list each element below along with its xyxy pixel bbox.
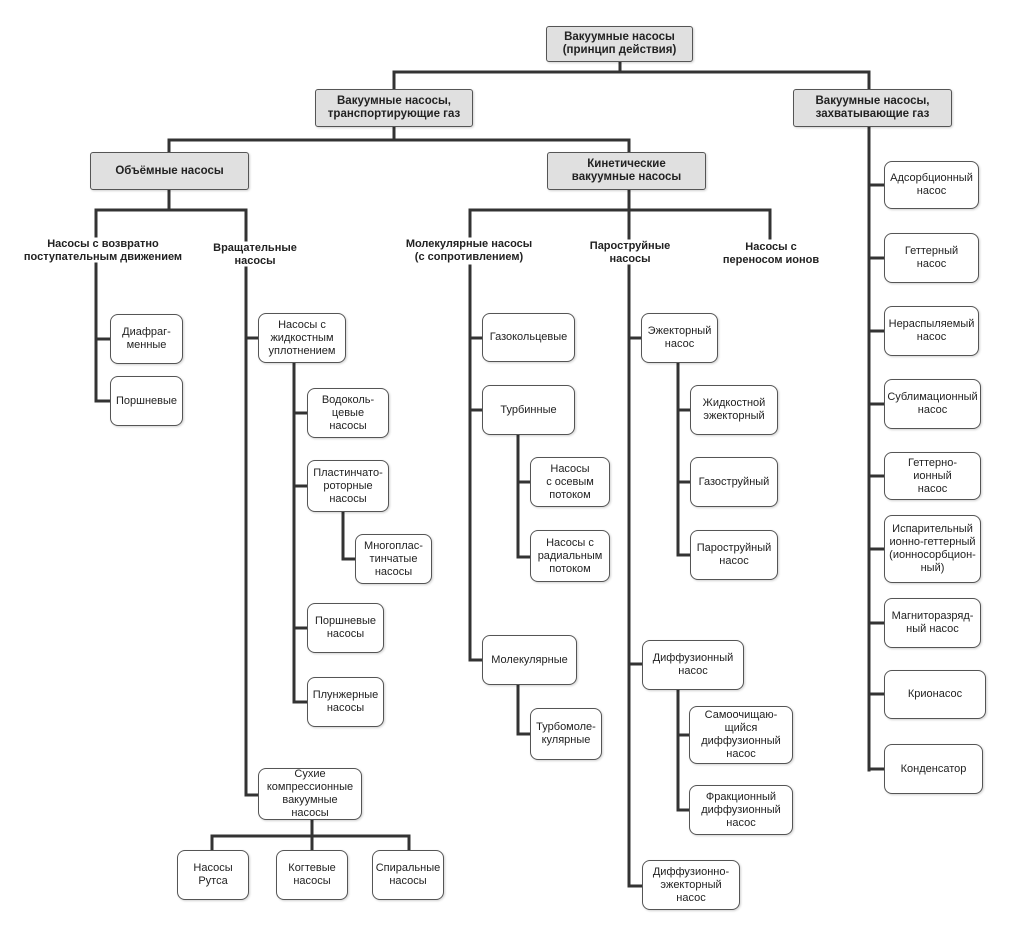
non-evaporable-node: Нераспыляемый насос xyxy=(884,306,979,356)
rotary-label: Вращательные насосы xyxy=(213,242,297,267)
capture-node: Вакуумные насосы, захватывающие газ xyxy=(793,89,952,127)
self-cleaning-node: Самоочищаю- щийся диффузионный насос xyxy=(689,706,793,764)
root-node: Вакуумные насосы (принцип действия) xyxy=(546,26,693,62)
volumetric-node: Объёмные насосы xyxy=(90,152,249,190)
sublimation-node: Сублимационный насос xyxy=(884,379,981,429)
diaphragm-node: Диафраг- менные xyxy=(110,314,183,364)
gas-jet-node: Газоструйный xyxy=(690,457,778,507)
getter-ion-node: Геттерно-ионный насос xyxy=(884,452,981,500)
vapor-jet-label: Пароструйные насосы xyxy=(589,240,671,265)
ion-transfer-label: Насосы с переносом ионов xyxy=(722,241,820,266)
water-ring-node: Водоколь- цевые насосы xyxy=(307,388,389,438)
radial-node: Насосы с радиальным потоком xyxy=(530,530,610,582)
claw-node: Когтевые насосы xyxy=(276,850,348,900)
kinetic-node: Кинетические вакуумные насосы xyxy=(547,152,706,190)
scroll-node: Спиральные насосы xyxy=(372,850,444,900)
molecular-resist-label: Молекулярные насосы (с сопротивлением) xyxy=(405,238,533,263)
diffusion-node: Диффузионный насос xyxy=(642,640,744,690)
liquid-ejector-node: Жидкостной эжекторный xyxy=(690,385,778,435)
diff-ejector-node: Диффузионно- эжекторный насос xyxy=(642,860,740,910)
multi-vane-node: Многоплас- тинчатые насосы xyxy=(355,534,432,584)
plunger-node: Плунжерные насосы xyxy=(307,677,384,727)
condenser-node: Конденсатор xyxy=(884,744,983,794)
dry-compression-node: Сухие компрессионные вакуумные насосы xyxy=(258,768,362,820)
steam-jet-node: Пароструйный насос xyxy=(690,530,778,580)
cryo-node: Крионасос xyxy=(884,670,986,719)
adsorption-node: Адсорбционный насос xyxy=(884,161,979,209)
piston-node: Поршневые xyxy=(110,376,183,426)
molecular-node: Молекулярные xyxy=(482,635,577,685)
magnetron-node: Магниторазряд- ный насос xyxy=(884,598,981,648)
reciprocating-label: Насосы с возвратно поступательным движен… xyxy=(23,238,183,263)
turbine-node: Турбинные xyxy=(482,385,575,435)
roots-node: Насосы Рутса xyxy=(177,850,249,900)
getter-node: Геттерный насос xyxy=(884,233,979,283)
fractional-node: Фракционный диффузионный насос xyxy=(689,785,793,835)
evaporative-node: Испарительный ионно-геттерный (ионносорб… xyxy=(884,515,981,583)
axial-node: Насосы с осевым потоком xyxy=(530,457,610,507)
piston-pumps-node: Поршневые насосы xyxy=(307,603,384,653)
vane-rotary-node: Пластинчато- роторные насосы xyxy=(307,460,389,512)
turbomolecular-node: Турбомоле- кулярные xyxy=(530,708,602,760)
liquid-seal-node: Насосы с жидкостным уплотнением xyxy=(258,313,346,363)
ejector-node: Эжекторный насос xyxy=(641,313,718,363)
transport-node: Вакуумные насосы, транспортирующие газ xyxy=(315,89,473,127)
gas-ring-node: Газокольцевые xyxy=(482,313,575,362)
